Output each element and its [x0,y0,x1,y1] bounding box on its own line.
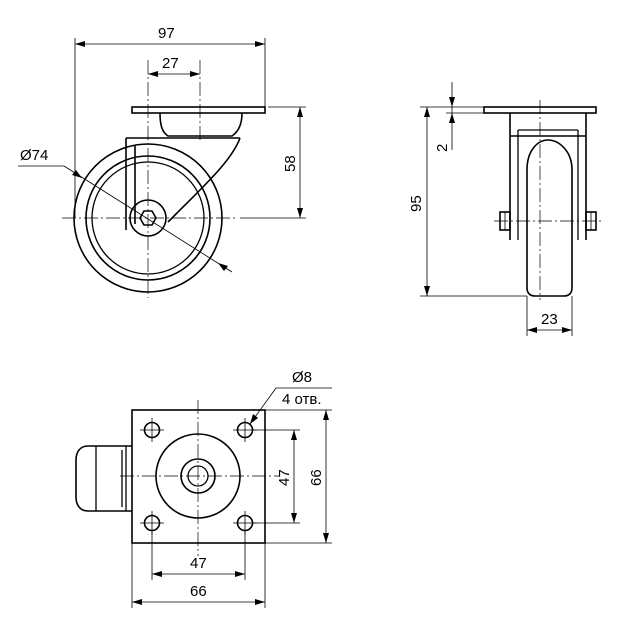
wheel-diameter-label: Ø74 [20,147,48,164]
side-mount-plate [131,106,266,114]
side-fork [125,137,241,230]
side-view: Ø74 97 27 58 [18,25,306,298]
side-swivel-housing [159,112,243,137]
top-view: Ø8 4 отв. 47 66 47 66 [75,369,332,608]
hole-spacing-horizontal-label: 47 [190,555,207,572]
plate-width-label: 66 [190,583,207,600]
total-height-label: 95 [408,195,425,212]
swivel-offset-label: 27 [162,55,179,72]
hole-spacing-vertical-label: 47 [276,469,293,486]
front-wheel [526,139,573,297]
plate-thickness-label: 2 [434,144,451,152]
wheel-width-label: 23 [541,311,558,328]
top-mount-plate [131,409,266,544]
top-wheel [75,445,132,512]
hole-diameter-label: Ø8 [292,369,312,386]
plate-height-label: 66 [308,469,325,486]
front-view: 2 95 23 [408,82,604,336]
overall-width-label: 97 [158,25,175,42]
hole-count-label: 4 отв. [282,391,322,408]
axle-height-label: 58 [282,155,299,172]
